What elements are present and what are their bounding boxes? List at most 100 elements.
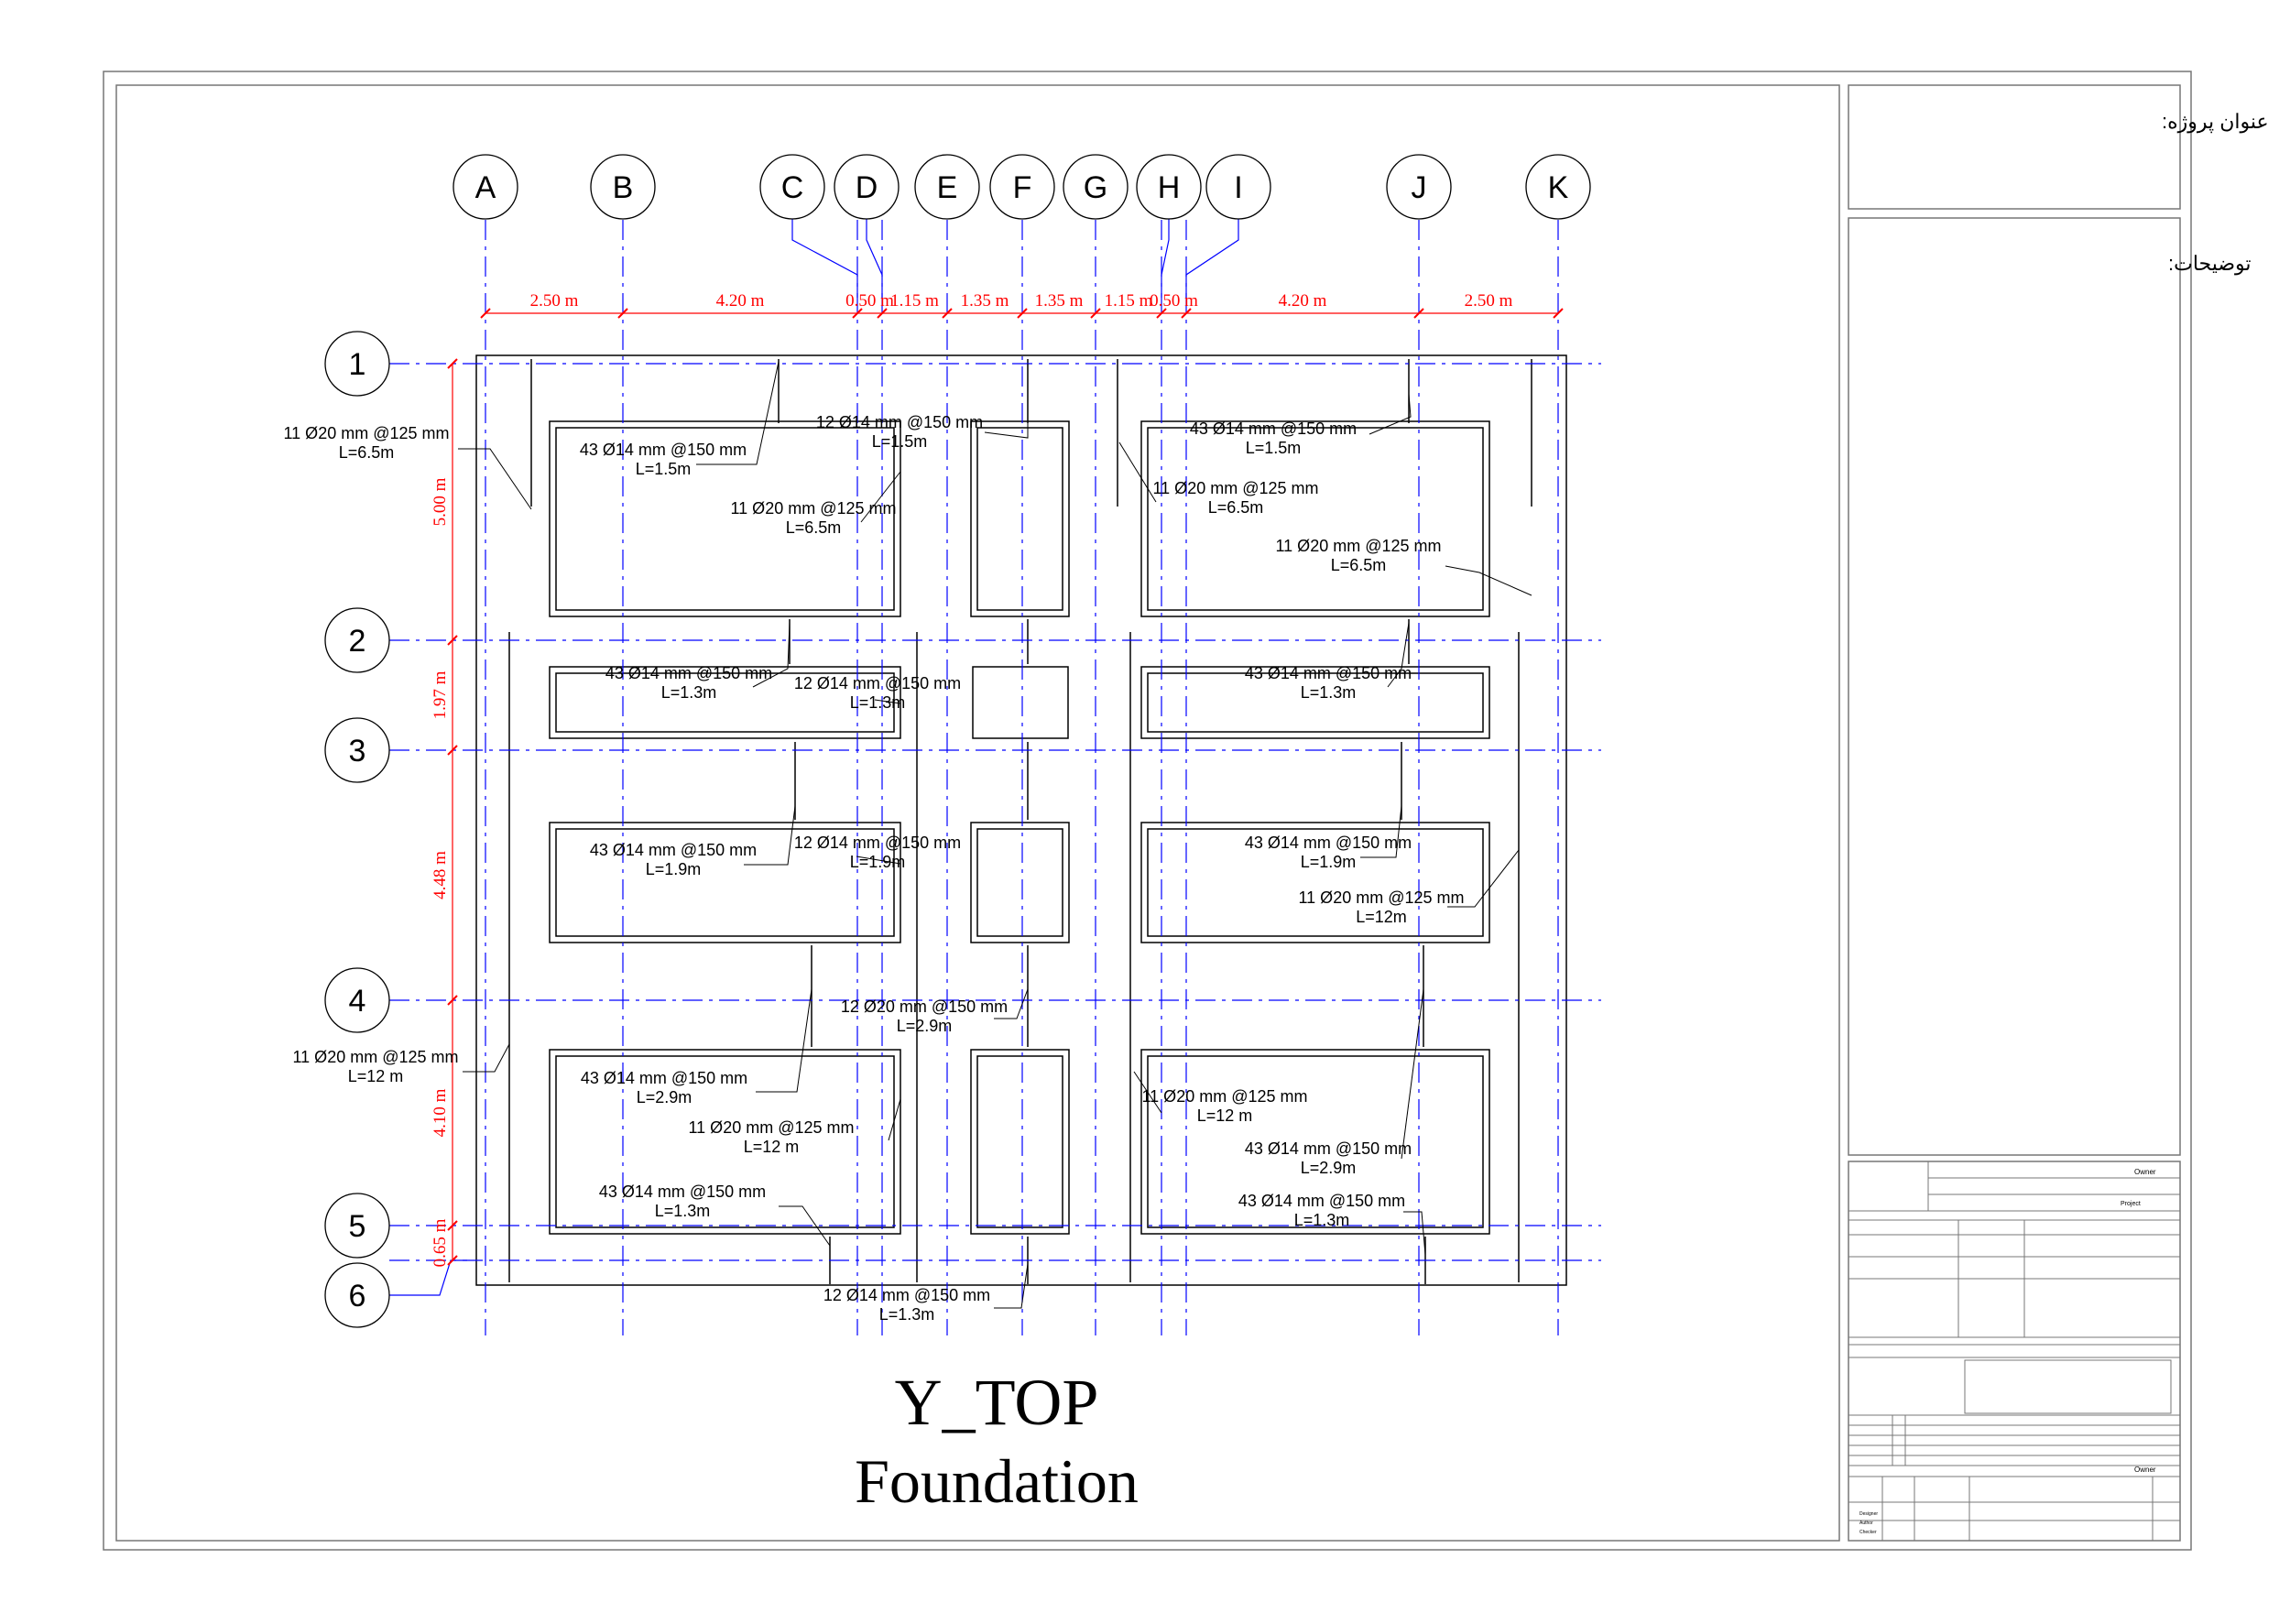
dim-tick-col-E — [942, 308, 953, 319]
grid-bubble-col-J — [1386, 154, 1452, 220]
dim-tick-row-5 — [447, 1220, 458, 1231]
dim-label-col-9: 2.50 m — [1465, 291, 1513, 311]
grid-bubble-col-E — [914, 154, 980, 220]
rebar-label-18-length: L=12 m — [744, 1138, 800, 1156]
rebar-label-16-spec: 43 Ø14 mm @150 mm — [581, 1069, 747, 1087]
grid-label-col-B: B — [613, 170, 634, 205]
sheet-border — [103, 71, 2192, 1551]
rebar-label-2-spec: 12 Ø14 mm @150 mm — [816, 413, 983, 431]
rebar-leader-13 — [1447, 849, 1520, 908]
grid-bubble-row-4 — [324, 967, 390, 1033]
grid-label-col-D: D — [856, 170, 878, 205]
grid-label-row-5: 5 — [349, 1209, 366, 1244]
rebar-label-3-length: L=6.5m — [786, 518, 842, 537]
dim-tick-row-6 — [447, 1255, 458, 1266]
dim-tick-row-4 — [447, 995, 458, 1006]
rebar-label-21-length: L=1.3m — [1294, 1211, 1350, 1229]
grid-bubble-row-6 — [324, 1262, 390, 1328]
grid-bubble-col-F — [989, 154, 1055, 220]
rebar-label-11-spec: 12 Ø14 mm @150 mm — [794, 834, 961, 852]
rebar-label-7-length: L=1.3m — [661, 683, 717, 702]
foundation-plan — [475, 354, 1567, 1286]
grid-bubble-row-1 — [324, 331, 390, 397]
grid-bubble-col-D — [834, 154, 900, 220]
grid-label-col-C: C — [781, 170, 804, 205]
checker-label: Checker — [1859, 1530, 1877, 1535]
rebar-label-13-spec: 11 Ø20 mm @125 mm — [1299, 888, 1465, 907]
rebar-leader-6 — [1445, 565, 1532, 596]
dim-tick-col-I — [1181, 308, 1192, 319]
rebar-label-7-spec: 43 Ø14 mm @150 mm — [605, 664, 772, 682]
rebar-label-11-length: L=1.9m — [850, 853, 906, 871]
rebar-label-17-length: L=12 m — [1197, 1106, 1253, 1125]
rebar-leader-15 — [463, 1043, 510, 1073]
rebar-label-10-length: L=1.9m — [646, 860, 702, 878]
rebar-leader-21 — [1403, 1211, 1426, 1256]
dim-tick-col-H — [1156, 308, 1167, 319]
rebar-leader-17 — [1133, 1071, 1162, 1114]
rebar-label-19-spec: 43 Ø14 mm @150 mm — [1245, 1139, 1412, 1158]
rebar-label-15-length: L=12 m — [348, 1067, 404, 1085]
grid-label-row-4: 4 — [349, 984, 366, 1019]
grid-label-row-6: 6 — [349, 1279, 366, 1313]
rebar-label-5-length: L=6.5m — [1208, 498, 1264, 517]
dim-label-col-0: 2.50 m — [530, 291, 579, 311]
rebar-label-15-spec: 11 Ø20 mm @125 mm — [293, 1048, 459, 1066]
rebar-leader-12 — [1360, 805, 1402, 858]
rebar-leader-5 — [1118, 441, 1157, 503]
rebar-label-19-length: L=2.9m — [1301, 1159, 1357, 1177]
rebar-leader-8 — [874, 699, 901, 704]
dim-tick-col-B — [617, 308, 628, 319]
rebar-label-12-length: L=1.9m — [1301, 853, 1357, 871]
dim-tick-row-3 — [447, 745, 458, 756]
rebar-label-20-length: L=1.3m — [655, 1202, 711, 1220]
rebar-leader-10 — [744, 805, 796, 866]
grid-bubble-col-K — [1525, 154, 1591, 220]
rebar-label-20-spec: 43 Ø14 mm @150 mm — [599, 1183, 766, 1201]
dim-label-col-5: 1.35 m — [1035, 291, 1084, 311]
grid-label-row-2: 2 — [349, 624, 366, 659]
dim-tick-row-2 — [447, 635, 458, 646]
rebar-leader-0 — [458, 448, 532, 510]
grid-label-col-G: G — [1084, 170, 1107, 205]
grid-label-col-H: H — [1158, 170, 1181, 205]
rebar-label-18-spec: 11 Ø20 mm @125 mm — [689, 1118, 855, 1137]
rebar-label-2-length: L=1.5m — [872, 432, 928, 451]
dim-tick-col-K — [1553, 308, 1564, 319]
rebar-leader-19 — [1401, 988, 1424, 1160]
designer-label: Designer — [1859, 1511, 1878, 1517]
grid-leader-col-D — [866, 219, 883, 298]
dim-label-row-4: 0.65 m — [431, 1218, 450, 1267]
dim-tick-col-D — [877, 308, 888, 319]
grid-bubble-col-C — [759, 154, 825, 220]
rebar-label-14-spec: 12 Ø20 mm @150 mm — [841, 997, 1008, 1016]
rebar-label-16-length: L=2.9m — [637, 1088, 692, 1106]
rebar-label-0-spec: 11 Ø20 mm @125 mm — [284, 424, 450, 442]
dim-label-col-7: 0.50 m — [1150, 291, 1198, 311]
title-block-table — [1848, 1161, 2180, 1541]
rebar-label-22-length: L=1.3m — [879, 1305, 935, 1324]
grid-bubble-col-I — [1205, 154, 1271, 220]
grid-label-col-E: E — [937, 170, 958, 205]
rebar-leader-2 — [984, 364, 1029, 439]
rebar-leader-14 — [994, 988, 1029, 1019]
dim-tick-col-J — [1413, 308, 1424, 319]
dim-tick-col-A — [480, 308, 491, 319]
dim-label-row-3: 4.10 m — [431, 1088, 450, 1137]
rebar-leader-22 — [994, 1263, 1029, 1309]
dim-label-row-1: 1.97 m — [431, 670, 450, 719]
dim-label-col-1: 4.20 m — [716, 291, 765, 311]
dim-label-row-0: 5.00 m — [431, 477, 450, 526]
rebar-label-0-length: L=6.5m — [339, 443, 395, 462]
grid-label-col-K: K — [1548, 170, 1569, 205]
rebar-label-14-length: L=2.9m — [897, 1017, 953, 1035]
project-title-label: عنوان پروژه: — [2162, 110, 2269, 134]
rebar-label-1-spec: 43 Ø14 mm @150 mm — [580, 441, 747, 459]
rebar-leader-7 — [752, 622, 791, 688]
grid-bubble-col-G — [1063, 154, 1129, 220]
rebar-bars — [508, 359, 1532, 1284]
author-label: Author — [1859, 1520, 1873, 1526]
